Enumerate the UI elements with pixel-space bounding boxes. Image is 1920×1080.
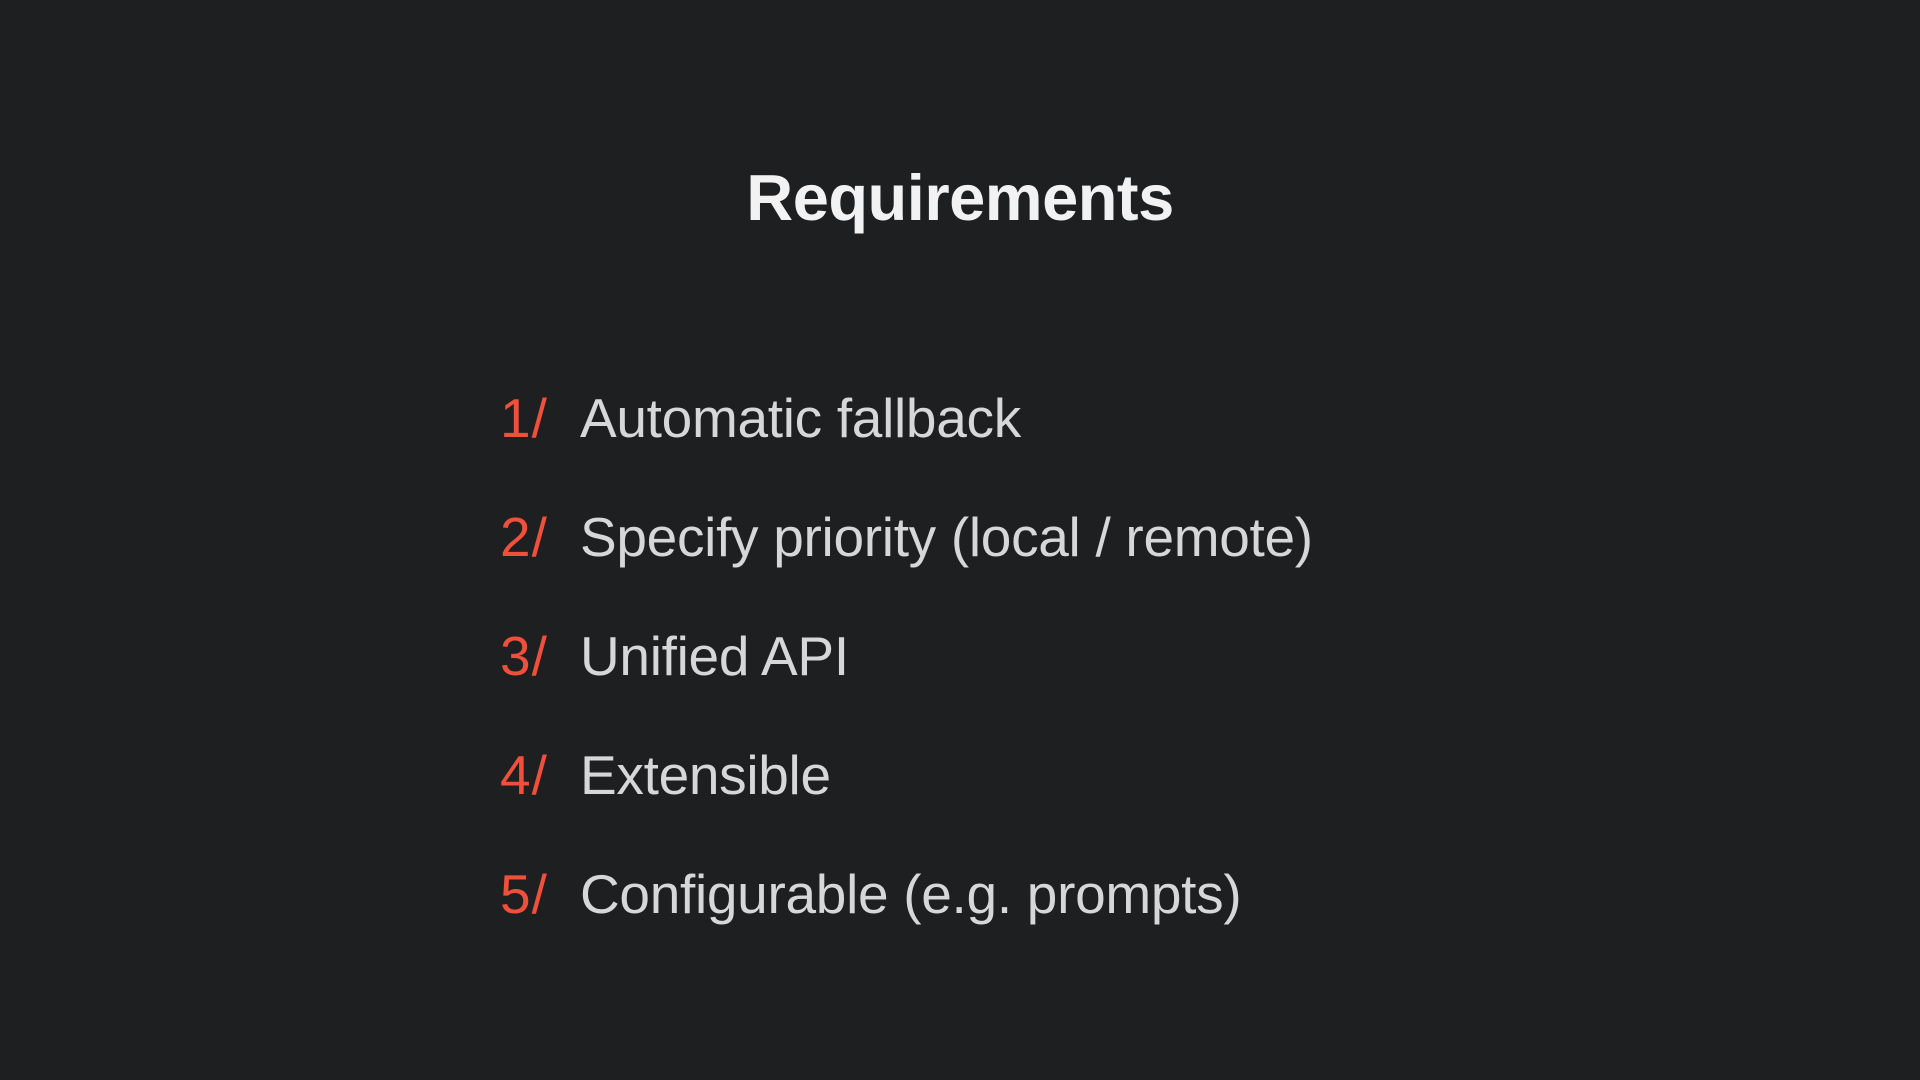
- item-label: Automatic fallback: [580, 387, 1021, 449]
- item-number-marker: 2/: [500, 506, 548, 568]
- item-number-marker: 4/: [500, 744, 548, 806]
- item-label: Specify priority (local / remote): [580, 506, 1313, 568]
- list-item: 5/ Configurable (e.g. prompts): [500, 867, 1313, 922]
- item-label: Unified API: [580, 625, 849, 687]
- list-item: 2/ Specify priority (local / remote): [500, 510, 1313, 565]
- list-item: 4/ Extensible: [500, 748, 1313, 803]
- slide-title: Requirements: [746, 161, 1174, 234]
- item-number-marker: 3/: [500, 625, 548, 687]
- item-label: Configurable (e.g. prompts): [580, 863, 1242, 925]
- item-number-marker: 5/: [500, 863, 548, 925]
- requirements-list: 1/ Automatic fallback 2/ Specify priorit…: [500, 391, 1313, 986]
- list-item: 3/ Unified API: [500, 629, 1313, 684]
- item-number-marker: 1/: [500, 387, 548, 449]
- item-label: Extensible: [580, 744, 831, 806]
- list-item: 1/ Automatic fallback: [500, 391, 1313, 446]
